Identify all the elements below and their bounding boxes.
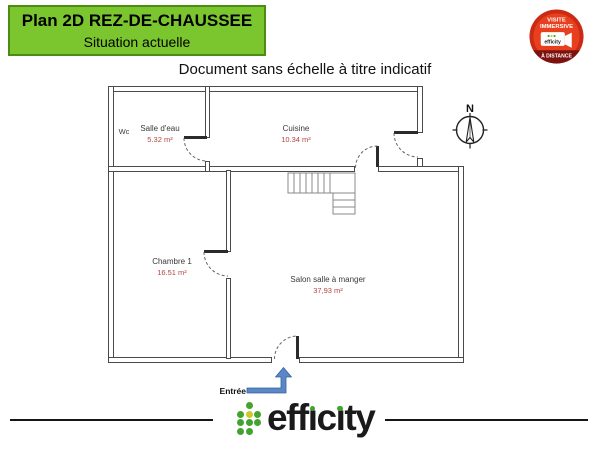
room-name: Chambre 1 (152, 257, 192, 266)
badge-bottom: À DISTANCE (541, 53, 572, 60)
efficity-dots-icon (237, 402, 262, 436)
wall-bottom-a (108, 357, 272, 363)
wordmark-i-green-dot: ı (307, 397, 318, 438)
entrance-arrow (246, 367, 292, 394)
footer-divider-left (10, 419, 213, 421)
wall-wc-cuisine-a (205, 86, 210, 138)
wordmark-part2: c (316, 397, 338, 438)
efficity-wordmark: effıcıty (267, 397, 376, 439)
door-arc-cuisine-ext (393, 132, 419, 158)
compass-n-label: N (466, 103, 474, 115)
efficity-logo: effıcıty (237, 397, 376, 439)
room-label-salon: Salon salle à manger 37,93 m² (278, 275, 378, 295)
room-area: 16.51 m² (157, 268, 187, 277)
wall-chambre-b (226, 278, 231, 359)
room-name: Cuisine (282, 124, 310, 133)
wordmark-part1: eff (267, 397, 309, 438)
banner-subtitle: Situation actuelle (83, 34, 191, 50)
badge-band (533, 50, 580, 64)
wall-chambre-a (226, 170, 231, 252)
room-label-wc: Wc (118, 127, 130, 136)
wall-wc-cuisine-b (205, 161, 210, 172)
badge-line2: IMMERSIVE (540, 24, 573, 30)
room-area: 37,93 m² (313, 286, 343, 295)
staircase (287, 172, 356, 215)
wall-right-upper-a (417, 86, 423, 133)
door-leaves (184, 131, 418, 359)
door-arc-chambre (203, 251, 229, 277)
room-label-chambre-1: Chambre 1 16.51 m² (132, 257, 212, 277)
door-arcs (183, 132, 419, 360)
door-arc-entree (274, 335, 298, 360)
room-area: 10.34 m² (281, 135, 311, 144)
scale-disclaimer: Document sans échelle à titre indicatif (178, 61, 432, 78)
room-area: 5.32 m² (147, 135, 173, 144)
footer-divider-right (385, 419, 588, 421)
room-name: Salon salle à manger (290, 275, 366, 284)
badge-brand: efficity (544, 39, 561, 45)
room-label-salle-deau: Salle d'eau 5.32 m² (120, 124, 200, 144)
wordmark-part3: ty (344, 397, 375, 438)
door-arc-cuisine-salon (355, 145, 378, 169)
door-arc-salle-deau (183, 137, 208, 162)
entrance-label: Entrée (219, 386, 246, 396)
room-label-cuisine: Cuisine 10.34 m² (256, 124, 336, 144)
wordmark-i-green-dot: ı (335, 397, 346, 438)
banner-title: Plan 2D REZ-DE-CHAUSSEE (21, 11, 253, 30)
wall-mid-a (108, 166, 355, 172)
room-name: Salle d'eau (140, 124, 180, 133)
badge-line1: VISITE (547, 17, 566, 23)
visite-immersive-badge: VISITE IMMERSIVE efficity À DISTANCE (527, 7, 586, 66)
camera-icon: efficity (540, 32, 572, 48)
plan-banner: Plan 2D REZ-DE-CHAUSSEE Situation actuel… (8, 5, 266, 56)
wall-bottom-b (299, 357, 464, 363)
compass-north-icon: N (452, 103, 488, 149)
